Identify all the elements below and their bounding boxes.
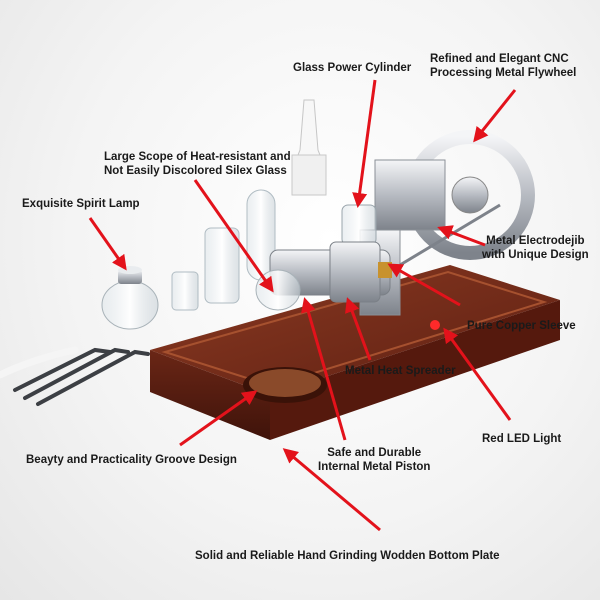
label-piston-line1: Safe and Durable [327, 447, 422, 459]
label-flywheel-line2: Processing Metal Flywheel [430, 67, 577, 79]
glass-ring [171, 271, 199, 311]
label-electrode-line2: with Unique Design [482, 249, 589, 261]
label-glass-power-cylinder: Glass Power Cylinder [293, 62, 412, 74]
label-red-led: Red LED Light [482, 433, 562, 445]
label-silex-line1: Large Scope of Heat-resistant and [104, 151, 291, 163]
label-flywheel: Refined and Elegant CNC Processing Metal… [430, 52, 576, 80]
glass-tube [204, 227, 240, 304]
label-flywheel-line1: Refined and Elegant CNC [430, 53, 569, 65]
stirling-engine [255, 130, 535, 330]
label-silex-glass: Large Scope of Heat-resistant and Not Ea… [104, 150, 291, 178]
label-electrode: Metal Electrodejib with Unique Design [482, 234, 589, 262]
callout-arrows [88, 79, 517, 532]
label-electrode-line1: Metal Electrodejib [486, 235, 585, 247]
label-piston: Safe and Durable Internal Metal Piston [318, 446, 430, 474]
spirit-lamp [101, 266, 159, 330]
label-heat-spreader: Metal Heat Spreader [345, 365, 456, 377]
label-copper-sleeve: Pure Copper Sleeve [467, 320, 576, 332]
allen-keys [13, 347, 150, 406]
label-spirit-lamp: Exquisite Spirit Lamp [22, 198, 140, 210]
label-silex-line2: Not Easily Discolored Silex Glass [104, 165, 287, 177]
wick-cord [0, 346, 79, 379]
wooden-base [150, 265, 560, 440]
label-groove: Beayty and Practicality Groove Design [26, 454, 237, 466]
label-bottom-plate: Solid and Reliable Hand Grinding Wodden … [195, 550, 500, 562]
label-piston-line2: Internal Metal Piston [318, 461, 431, 473]
